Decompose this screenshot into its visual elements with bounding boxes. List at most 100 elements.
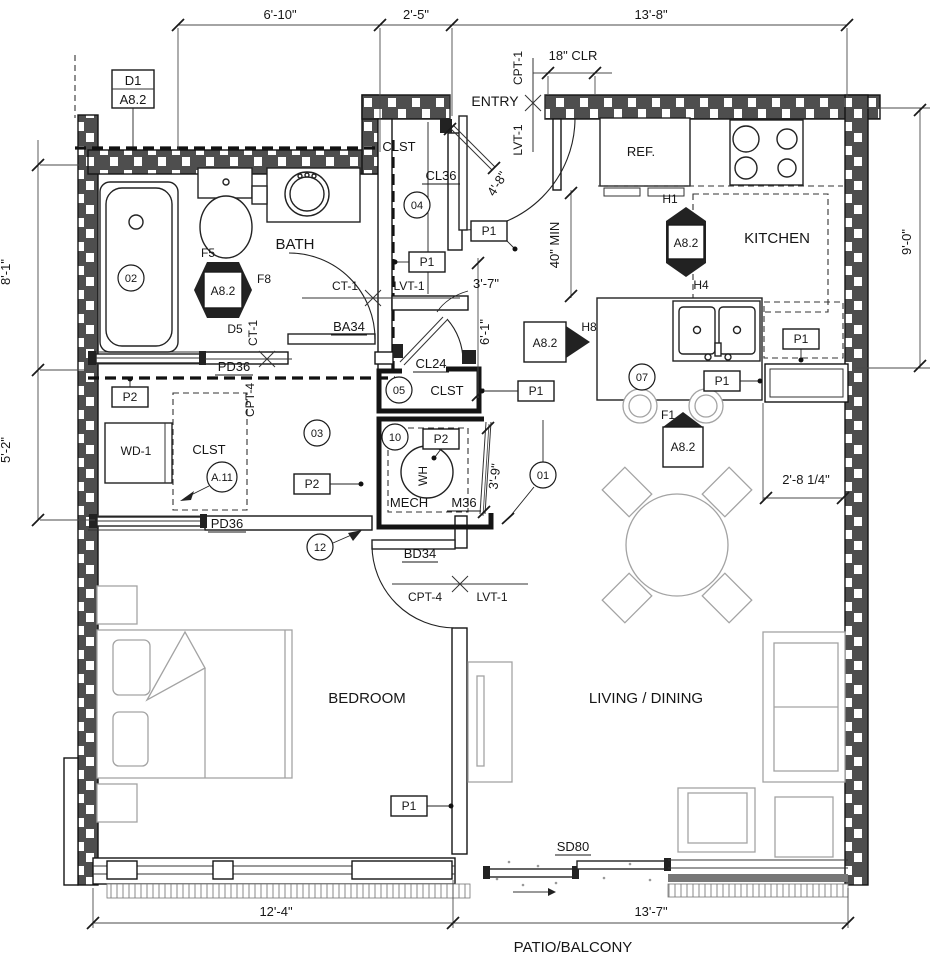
pocket-door-bath xyxy=(88,351,206,365)
mech-walls xyxy=(376,416,494,530)
burner xyxy=(734,156,758,180)
dim-left-lower: 5'-2" xyxy=(0,437,13,463)
cl24-jamb-a xyxy=(393,344,403,358)
balcony-edge-right xyxy=(667,883,849,898)
tag-bd34: BD34 xyxy=(404,546,437,561)
bedroom-living-wall xyxy=(451,627,468,855)
label-mech: MECH xyxy=(390,495,428,510)
closet05-walls xyxy=(376,366,482,414)
keynote-10 xyxy=(381,423,409,451)
living-window-band xyxy=(668,874,848,882)
kitchen-ref-wall xyxy=(552,118,562,191)
label-wh: WH xyxy=(416,466,430,486)
closet04-door-leaf xyxy=(449,127,493,171)
tag-cl24: CL24 xyxy=(415,356,446,371)
dim-hall-v: 6'-1" xyxy=(477,319,492,345)
dim-hall: 3'-7" xyxy=(473,276,499,291)
finish-cpt4-bedroom: CPT-4 xyxy=(408,590,442,604)
closet04-west-wall xyxy=(377,118,393,371)
elev-h1: H1 xyxy=(662,192,678,206)
dining-chair xyxy=(701,572,753,624)
label-wd1: WD-1 xyxy=(121,444,152,458)
keynote-12 xyxy=(306,533,334,561)
detail-markers: D1 A8.2 A8.2 F5 F8 D5 A8.2 H1 H4 A8.2 H8 xyxy=(111,69,709,468)
dining-set xyxy=(601,466,753,624)
tub-drain xyxy=(128,214,144,230)
label-living: LIVING / DINING xyxy=(589,690,703,707)
keynotes: 02 04 05 03 10 12 01 07 A.11 xyxy=(117,191,656,561)
svg-text:05: 05 xyxy=(393,385,405,397)
label-closet-entry: CLST xyxy=(382,139,415,154)
top-wall-left-of-entry-door xyxy=(361,94,451,120)
dim-ticks xyxy=(31,18,927,930)
detail-d1: D1 A8.2 xyxy=(111,69,155,147)
dim-top-left: 6'-10" xyxy=(263,7,297,22)
elev-marker-dining: A8.2 F1 xyxy=(661,408,704,468)
tag-p2-hall: P2 xyxy=(305,477,320,491)
finish-cpt4-closet: CPT-4 xyxy=(243,383,257,417)
finish-ct1-hall: CT-1 xyxy=(332,279,358,293)
finish-ct1-bath: CT-1 xyxy=(246,320,260,346)
dim-bottom-right: 13'-7" xyxy=(634,904,668,919)
bedroom-door-leaf xyxy=(371,539,456,550)
tag-p1-closet05: P1 xyxy=(529,384,544,398)
dining-table xyxy=(625,493,729,597)
bath-fixtures xyxy=(99,167,361,353)
elev-h8: H8 xyxy=(581,320,597,334)
concrete-speckles xyxy=(495,860,652,887)
keynote-02 xyxy=(117,264,145,292)
detail-d1-number: D1 xyxy=(125,73,142,88)
keynote-05 xyxy=(385,376,413,404)
doors xyxy=(88,115,576,629)
finish-lvt1-entry: LVT-1 xyxy=(511,124,525,155)
elev-h4: H4 xyxy=(693,278,709,292)
bedroom-door-swing xyxy=(371,544,456,629)
svg-text:12: 12 xyxy=(314,542,326,554)
elev-f1: F1 xyxy=(661,408,675,422)
elev-marker-bath: A8.2 F5 F8 D5 xyxy=(194,246,271,336)
bottom-glazing xyxy=(92,857,849,899)
svg-text:07: 07 xyxy=(636,372,648,384)
dim-left-upper: 8'-1" xyxy=(0,259,13,285)
svg-text:A8.2: A8.2 xyxy=(211,284,236,298)
blanket-fold xyxy=(145,630,206,702)
nightstand xyxy=(96,585,138,625)
svg-text:A8.2: A8.2 xyxy=(533,336,558,350)
fire-wall-dashed xyxy=(74,55,395,380)
svg-text:02: 02 xyxy=(125,273,137,285)
kitchen-clearance-dashed xyxy=(692,193,829,313)
island-cabinet-dashed xyxy=(763,301,844,359)
label-patio: PATIO/BALCONY xyxy=(514,939,633,956)
tag-p1-counter: P1 xyxy=(794,332,809,346)
right-wall xyxy=(844,94,869,886)
tag-p2-mech: P2 xyxy=(434,432,449,446)
svg-text:A.11: A.11 xyxy=(211,472,233,484)
svg-text:04: 04 xyxy=(411,200,423,212)
elev-d5: D5 xyxy=(227,322,243,336)
tag-p1-bedroom: P1 xyxy=(402,799,417,813)
elev-marker-kitchen: A8.2 H1 H4 xyxy=(662,192,709,292)
dining-chair xyxy=(601,466,653,518)
media-console xyxy=(467,661,513,783)
cl24-jamb-b xyxy=(462,350,476,364)
dim-bottom-left: 12'-4" xyxy=(259,904,293,919)
dim-top-right: 13'-8" xyxy=(634,7,668,22)
interior-walls xyxy=(88,118,849,855)
dim-mech-door: 3'-9" xyxy=(486,462,504,490)
bath-door-jamb xyxy=(374,351,394,365)
tv xyxy=(476,675,485,767)
pocket-door-bedroom xyxy=(89,514,207,528)
toilet-tank xyxy=(197,167,253,199)
tag-pd36-bedroom: PD36 xyxy=(211,516,244,531)
tag-sd80: SD80 xyxy=(557,839,590,854)
label-closet-05: CLST xyxy=(430,383,463,398)
balcony-edge-left xyxy=(106,883,471,899)
tag-cl36: CL36 xyxy=(425,168,456,183)
elev-f8: F8 xyxy=(257,272,271,286)
dining-chair xyxy=(601,572,653,624)
label-kitchen: KITCHEN xyxy=(744,230,810,247)
elev-marker-island: A8.2 H8 xyxy=(523,320,597,363)
keynote-07 xyxy=(628,363,656,391)
svg-text:A8.2: A8.2 xyxy=(674,236,699,250)
